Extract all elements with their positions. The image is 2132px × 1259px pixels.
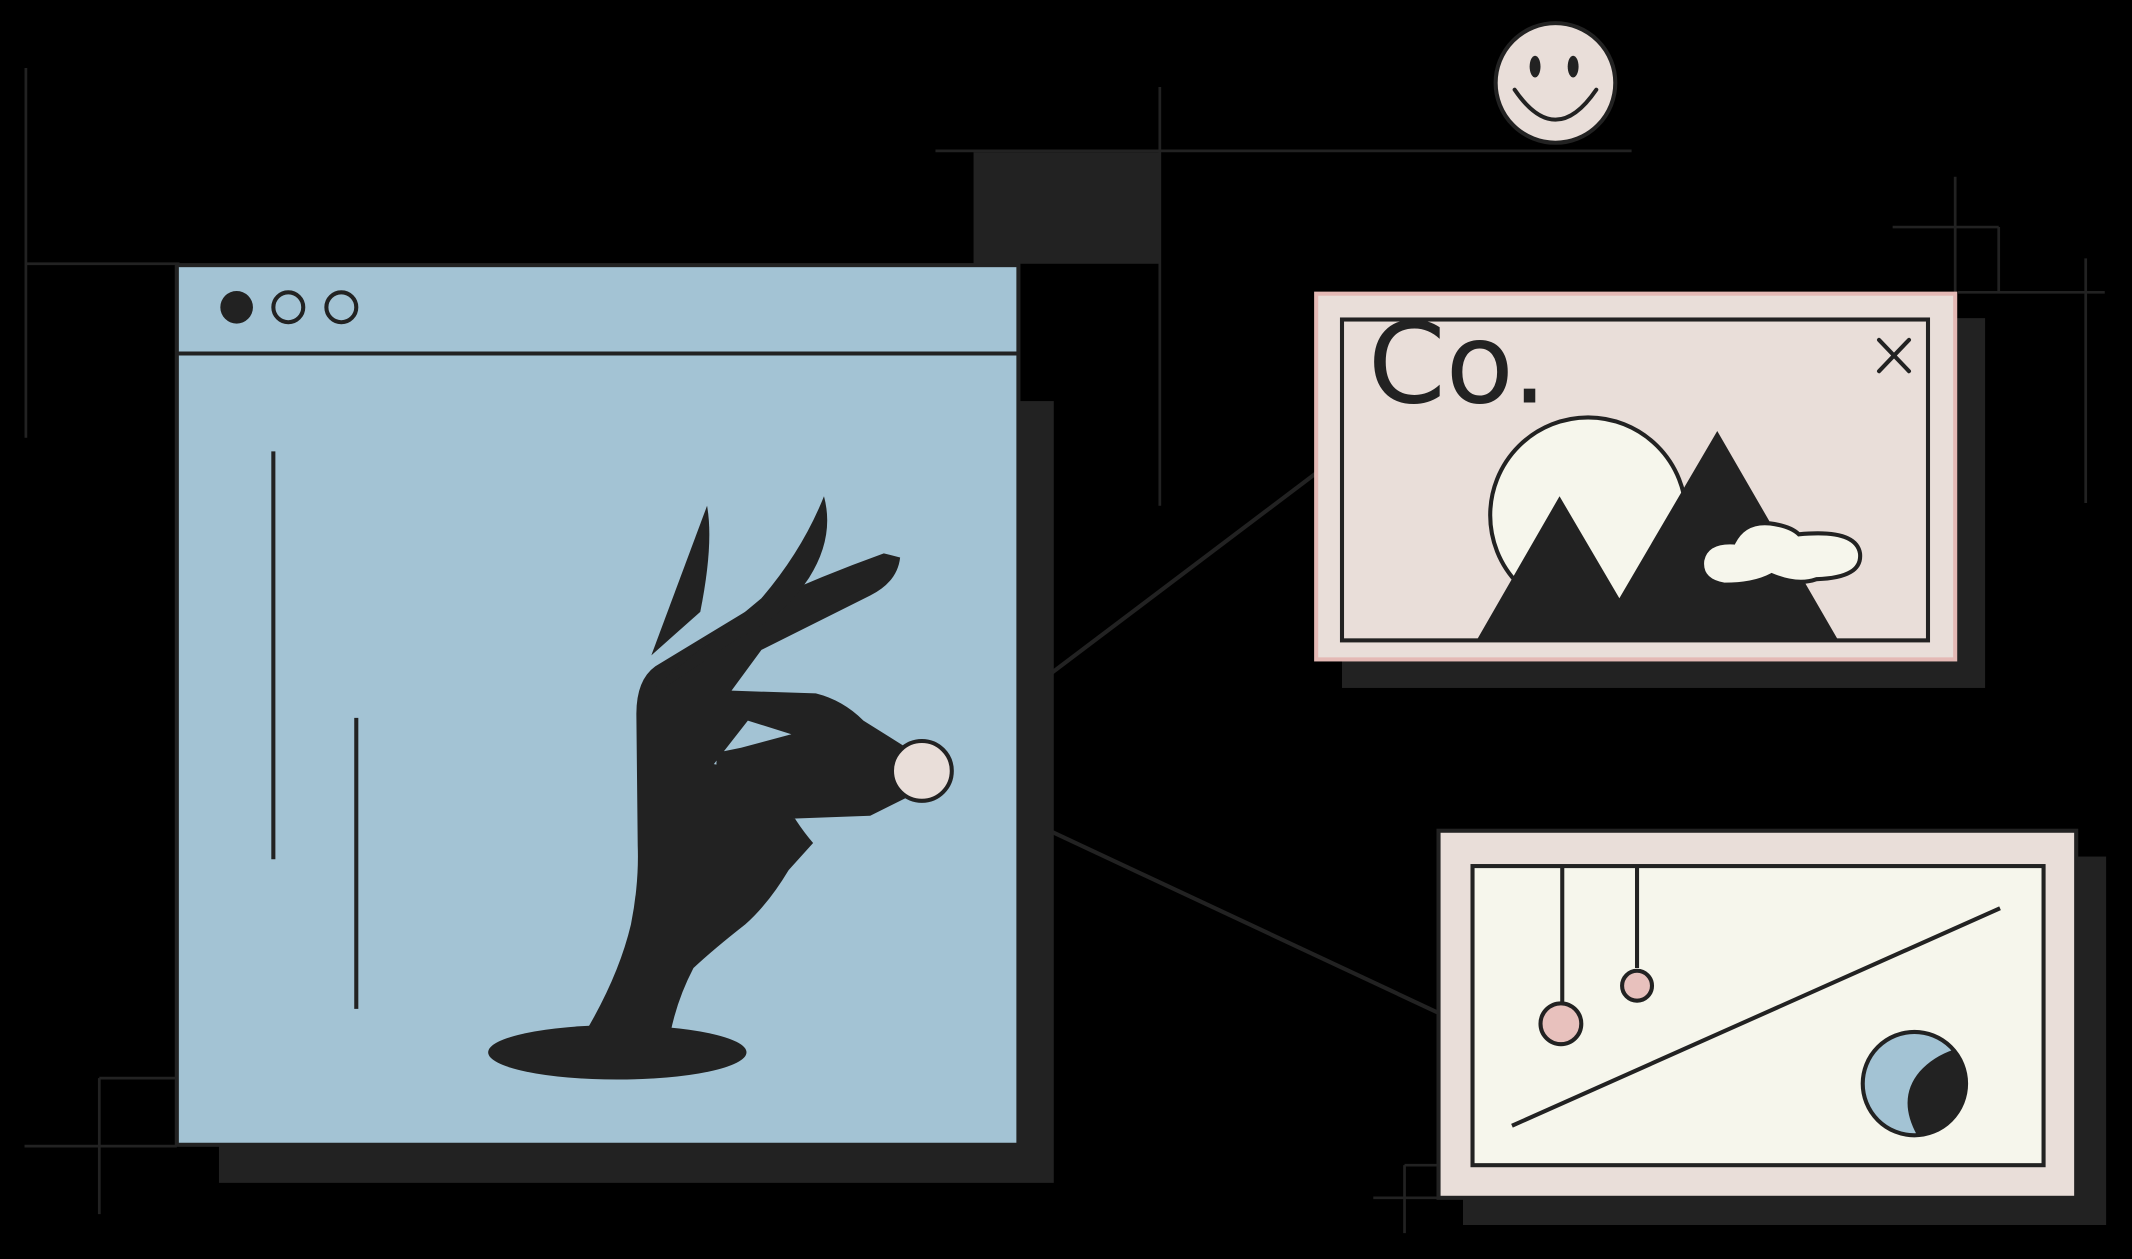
hand-pinch-icon — [488, 496, 936, 1080]
moon-shadow — [1907, 1049, 1967, 1136]
window-dot-outline[interactable] — [324, 290, 359, 325]
cloud-shape — [1700, 521, 1863, 587]
image-card: Co. — [1314, 291, 1986, 688]
pendulum-ball — [1620, 968, 1655, 1003]
dark-block — [973, 152, 1160, 264]
pinch-node[interactable] — [889, 738, 954, 803]
smiley-face-icon — [1493, 21, 1618, 145]
pendulum-ball — [1538, 1001, 1584, 1047]
mountain-shape — [1476, 430, 1839, 641]
image-card-brand: Co. — [1368, 300, 1548, 429]
chart-card — [1436, 828, 2107, 1226]
close-x-icon[interactable] — [1877, 337, 1911, 374]
window-dot-outline[interactable] — [271, 290, 306, 325]
guide-lines — [24, 67, 2105, 1234]
finger-middle — [655, 496, 828, 687]
browser-body — [174, 263, 1021, 1147]
diagonal-line — [1511, 906, 2001, 1128]
finger-top — [651, 505, 710, 656]
hole — [488, 1025, 747, 1080]
window-dot-filled[interactable] — [220, 290, 253, 324]
